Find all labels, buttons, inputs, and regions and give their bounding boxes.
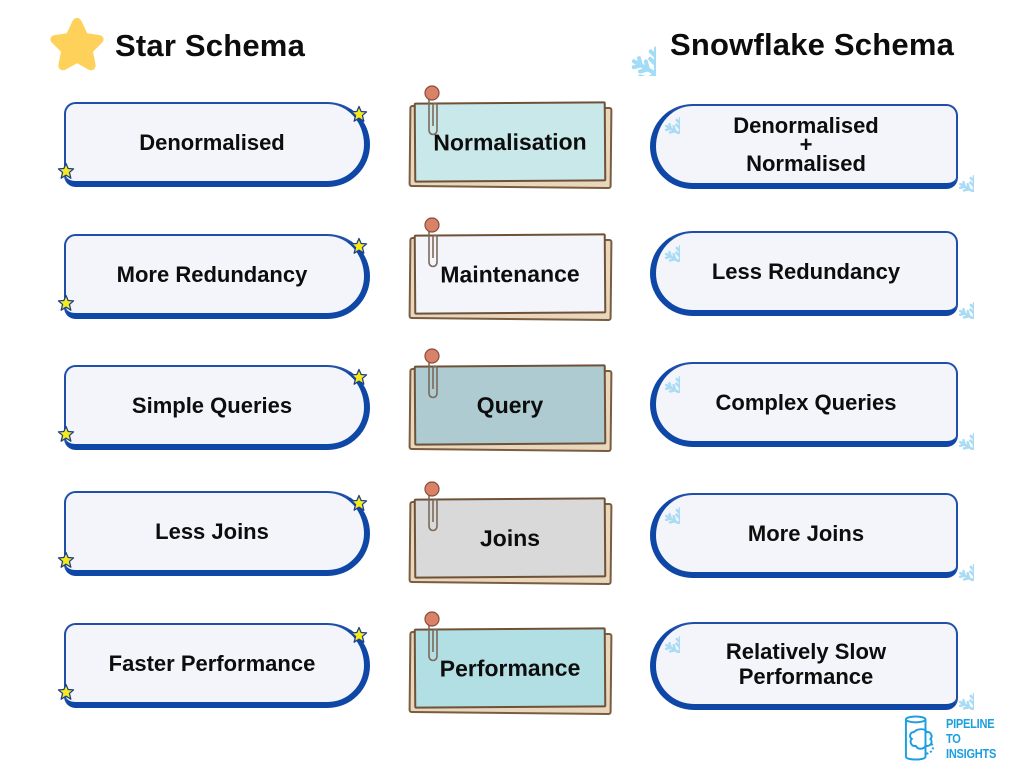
note-front: Maintenance [413,233,607,315]
aspect-label: Normalisation [433,127,587,156]
small-snowflake-icon [938,283,974,319]
snowflake-card-text: Denormalised + Normalised [733,113,879,176]
paperclip-icon [422,347,442,403]
small-star-icon [350,494,368,512]
paperclip-icon [422,216,442,272]
star-card-text: Less Joins [155,518,269,544]
star-card-text: Simple Queries [131,392,293,418]
small-star-icon [350,237,368,255]
aspect-note-performance: Performance [406,626,614,718]
small-snowflake-icon [644,98,680,134]
star-card-joins: Less Joins [64,491,370,576]
pipeline-to-insights-logo: PIPELINE TO INSIGHTS [902,714,1024,762]
small-snowflake-icon [644,226,680,262]
small-star-icon [57,294,75,312]
star-card-normalisation: Denormalised [64,102,370,187]
small-star-icon [350,105,368,123]
paperclip-icon [422,610,442,666]
star-card-text: Faster Performance [108,650,316,676]
small-snowflake-icon [938,414,974,450]
small-star-icon [57,683,75,701]
small-snowflake-icon [938,156,974,192]
snowflake-card-text: More Joins [747,520,865,546]
star-card-text: More Redundancy [116,261,308,287]
snowflake-schema-header: Snowflake Schema [598,14,954,76]
small-snowflake-icon [938,674,974,710]
snowflake-card-normalisation: Denormalised + Normalised [650,104,958,189]
aspect-note-maintenance: Maintenance [406,232,614,324]
snowflake-card-performance: Relatively Slow Performance [650,622,958,710]
small-star-icon [57,425,75,443]
small-snowflake-icon [644,488,680,524]
aspect-label: Performance [439,654,581,681]
small-star-icon [57,162,75,180]
snowflake-card-text: Relatively Slow Performance [725,639,887,689]
star-icon [45,14,109,78]
small-snowflake-icon [644,617,680,653]
note-front: Joins [413,497,607,579]
snowflake-card-query: Complex Queries [650,362,958,447]
logo-text: PIPELINE TO INSIGHTS [946,716,1012,761]
small-star-icon [57,551,75,569]
aspect-note-query: Query [406,363,614,455]
small-star-icon [350,368,368,386]
aspect-note-normalisation: Normalisation [406,100,614,192]
star-card-performance: Faster Performance [64,623,370,708]
logo-line-1: PIPELINE [946,715,995,731]
snowflake-card-text: Less Redundancy [711,258,901,284]
star-card-text: Denormalised [139,129,285,155]
star-card-redundancy: More Redundancy [64,234,370,319]
note-front: Normalisation [413,101,607,183]
paperclip-icon [422,84,442,140]
star-schema-title: Star Schema [115,28,306,63]
aspect-label: Maintenance [440,260,580,287]
note-front: Query [413,364,607,446]
small-star-icon [350,626,368,644]
aspect-label: Query [476,391,544,418]
snowflake-schema-title: Snowflake Schema [670,27,955,62]
note-front: Performance [413,627,607,709]
snowflake-card-joins: More Joins [650,493,958,578]
snowflake-card-text: Complex Queries [715,389,897,415]
brain-cylinder-icon [904,715,934,761]
snowflake-icon [598,14,656,76]
small-snowflake-icon [938,545,974,581]
star-card-query: Simple Queries [64,365,370,450]
snowflake-card-redundancy: Less Redundancy [650,231,958,316]
paperclip-icon [422,480,442,536]
logo-line-2: TO INSIGHTS [946,730,997,761]
aspect-label: Joins [479,524,541,551]
star-schema-header: Star Schema [45,14,305,78]
small-snowflake-icon [644,357,680,393]
aspect-note-joins: Joins [406,496,614,588]
